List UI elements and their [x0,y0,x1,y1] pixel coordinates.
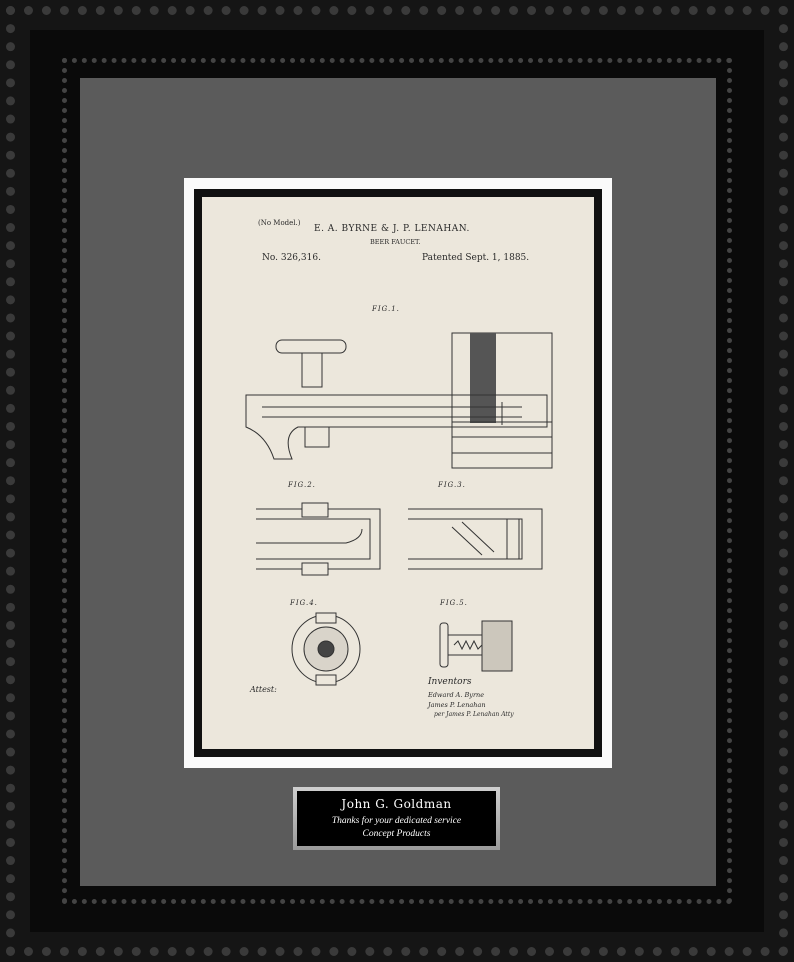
fig1-label: FIG.1. [372,305,400,313]
patent-number: No. 326,316. [262,253,321,263]
fig5-drawing [439,620,513,672]
fig4-drawing [291,612,361,686]
fig1-faucet-drawing [245,332,553,469]
plaque-face: John G. Goldman Thanks for your dedicate… [297,791,496,846]
fig5-label: FIG.5. [440,599,468,607]
patent-date: Patented Sept. 1, 1885. [422,253,530,263]
signature-3: per James P. Lenahan Atty [434,711,514,718]
fig3-drawing [408,508,543,570]
attest-label: Attest: [250,685,277,694]
fig2-label: FIG.2. [288,481,316,489]
fig4-label: FIG.4. [290,599,318,607]
fig2-drawing [256,502,381,576]
plaque-company: Concept Products [362,829,431,839]
patent-subtitle: BEER FAUCET. [370,238,421,246]
inventors-label: Inventors [428,677,472,687]
name-plaque: John G. Goldman Thanks for your dedicate… [293,787,500,850]
fig3-label: FIG.3. [438,481,466,489]
patent-print: (No Model.) E. A. BYRNE & J. P. LENAHAN.… [202,197,594,749]
plaque-message: Thanks for your dedicated service [331,816,462,826]
frame-ornament-inner [62,58,732,904]
signature-2: James P. Lenahan [428,701,486,709]
frame-ornament-outer [6,6,788,956]
signature-1: Edward A. Byrne [428,691,485,699]
inventors-header: E. A. BYRNE & J. P. LENAHAN. [314,224,470,234]
patent-drawings [245,332,553,686]
plaque-name: John G. Goldman [341,797,452,811]
model-note: (No Model.) [258,219,301,227]
